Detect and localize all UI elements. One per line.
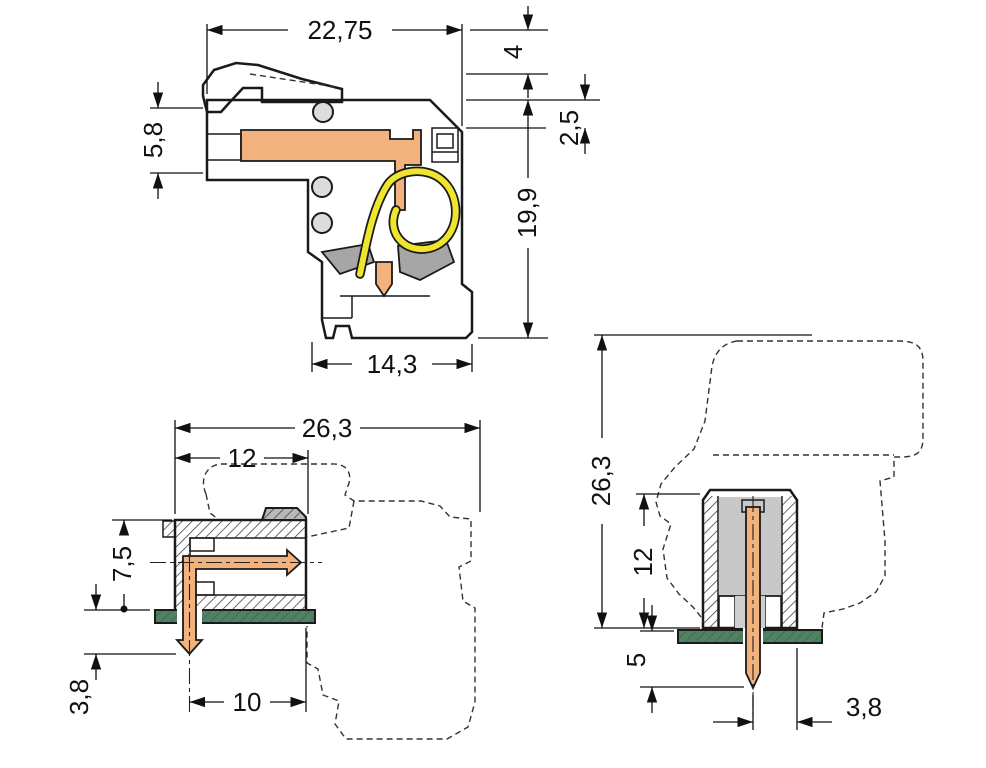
mating-plug-outline-front — [655, 340, 924, 629]
housing-holes — [311, 101, 334, 234]
dim-label-pin-below-pcb-front: 5 — [621, 653, 651, 667]
dim-label-body-length: 12 — [228, 443, 257, 473]
latch-hidden-line — [249, 73, 337, 88]
dimension-height-above-pcb: 7,5 — [107, 519, 172, 613]
dimension-lower-width: 14,3 — [311, 342, 473, 379]
wire-entry-slot — [206, 133, 242, 161]
dim-label-latch-offset: 4 — [498, 45, 528, 59]
dimension-body-length: 12 — [175, 443, 309, 514]
dimension-latch-offset: 4 — [466, 6, 548, 98]
housing-body — [205, 98, 474, 340]
pcb-board-side — [154, 608, 316, 625]
clamp-detail — [431, 127, 459, 163]
dim-label-pin-to-edge: 3,8 — [846, 692, 882, 722]
housing-side — [162, 507, 308, 614]
dimension-pin-setback: 10 — [189, 628, 307, 717]
view-side-on-pcb: 26,3 12 7,5 3,8 10 — [64, 413, 481, 740]
dimension-overall-length: 26,3 — [174, 413, 481, 514]
pin-funnel — [375, 261, 393, 298]
dimension-pin-to-edge: 3,8 — [713, 648, 882, 730]
dimension-contact-offset: 2,5 — [466, 74, 600, 154]
dim-label-overall-width: 22,75 — [307, 15, 372, 45]
mating-plug-outline — [202, 463, 476, 740]
solder-pin-front — [745, 496, 761, 716]
dim-label-pin-setback: 10 — [233, 687, 262, 717]
dimension-overall-height-front: 26,3 — [586, 334, 812, 629]
dim-label-pin-below-pcb-side: 3,8 — [64, 679, 94, 715]
dim-label-height-above-pcb: 7,5 — [107, 546, 137, 582]
dim-label-left-height: 5,8 — [138, 122, 168, 158]
clamp-spring — [355, 166, 461, 279]
dimension-overall-width: 22,75 — [206, 15, 463, 126]
view-front-on-pcb: 26,3 12 5 3,8 — [586, 334, 924, 730]
dim-label-overall-height-front: 26,3 — [586, 456, 616, 507]
dimension-body-height-front: 12 — [628, 493, 700, 628]
dimension-overall-height: 19,9 — [478, 100, 548, 339]
dim-label-body-height-front: 12 — [628, 548, 658, 577]
contact-bar — [240, 129, 422, 211]
dim-label-overall-height: 19,9 — [512, 188, 542, 239]
view-cross-section: 22,75 4 2,5 19,9 — [138, 6, 600, 379]
dimension-pin-below-pcb-side: 3,8 — [64, 584, 176, 715]
dim-label-contact-offset: 2,5 — [554, 110, 584, 146]
dim-label-lower-width: 14,3 — [367, 349, 418, 379]
dim-label-overall-length: 26,3 — [302, 413, 353, 443]
dimension-pin-below-pcb-front: 5 — [621, 605, 744, 713]
dimension-left-height: 5,8 — [138, 82, 203, 199]
